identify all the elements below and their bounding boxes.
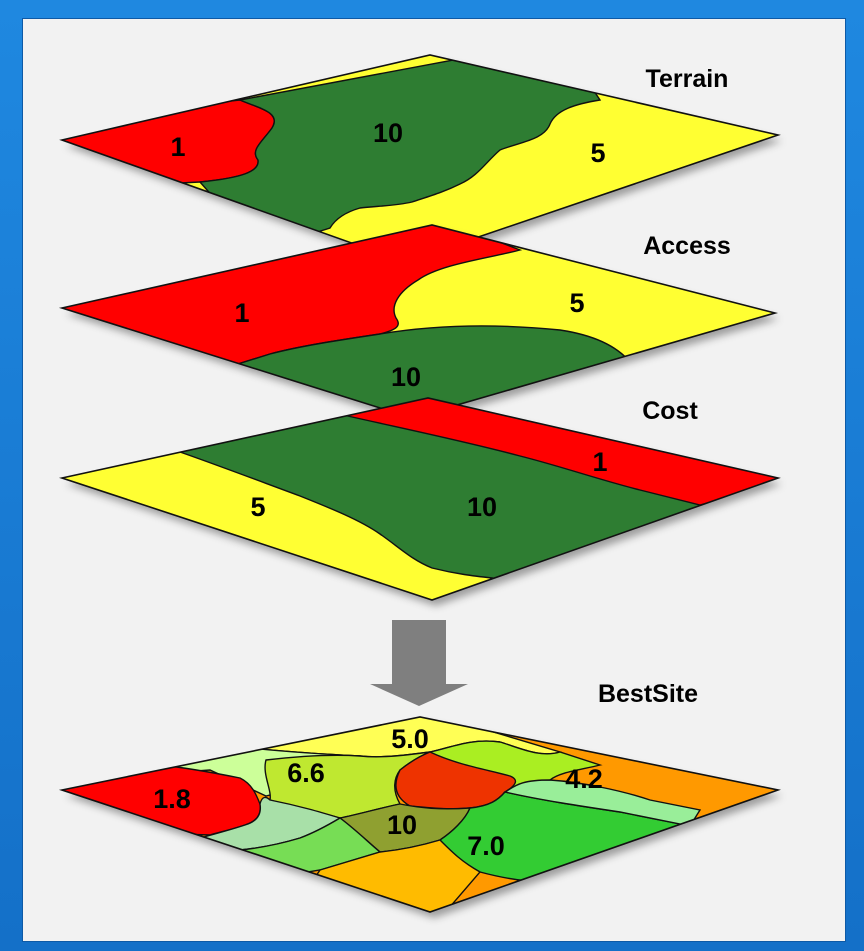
cost-value-left: 5 — [250, 492, 265, 522]
bestsite-value-right: 4.2 — [565, 764, 603, 794]
terrain-title: Terrain — [646, 65, 729, 93]
access-value-left: 1 — [234, 298, 249, 328]
access-title: Access — [643, 232, 731, 260]
bestsite-value-lower-right: 7.0 — [467, 831, 505, 861]
terrain-layer — [59, 54, 781, 263]
cost-value-center: 10 — [467, 492, 497, 522]
terrain-region-green — [198, 55, 602, 251]
bestsite-value-left: 1.8 — [153, 784, 191, 814]
cost-value-right: 1 — [592, 447, 607, 477]
terrain-value-left: 1 — [170, 132, 185, 162]
cost-layer — [58, 397, 781, 601]
cost-region-yellow — [62, 451, 494, 600]
cost-region-red — [299, 398, 778, 506]
bestsite-title: BestSite — [598, 680, 698, 708]
bestsite-region-red-left — [62, 764, 262, 836]
bestsite-value-upper-left: 6.6 — [287, 758, 325, 788]
bestsite-layer — [58, 716, 782, 913]
cost-title: Cost — [642, 397, 698, 425]
bestsite-region-mint — [503, 779, 702, 827]
terrain-value-right: 5 — [590, 138, 605, 168]
access-value-right: 5 — [569, 288, 584, 318]
access-value-bottom: 10 — [391, 362, 421, 392]
bestsite-value-top: 5.0 — [391, 724, 429, 754]
terrain-value-center: 10 — [373, 118, 403, 148]
down-arrow-icon — [370, 620, 468, 706]
bestsite-value-center: 10 — [387, 810, 417, 840]
